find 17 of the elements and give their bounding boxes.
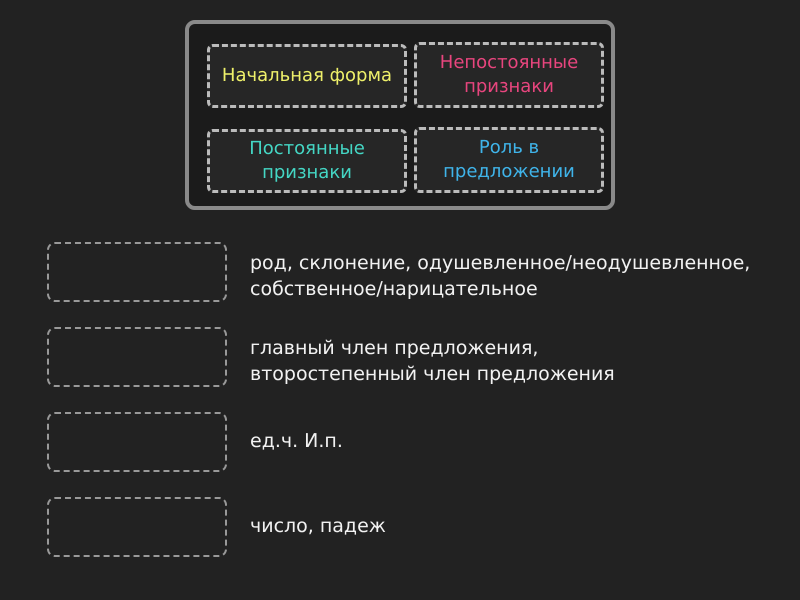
card-label: Начальная форма bbox=[222, 64, 392, 88]
answer-card bbox=[207, 129, 407, 193]
drop-slot bbox=[47, 412, 227, 472]
drop-slot bbox=[47, 327, 227, 387]
card-label: Роль в предложении bbox=[442, 136, 576, 184]
card-panel bbox=[185, 20, 615, 210]
definition-text: число, падеж bbox=[250, 514, 387, 539]
answer-card bbox=[414, 127, 604, 193]
card-label: Постоянные признаки bbox=[248, 137, 366, 185]
drop-slot bbox=[47, 242, 227, 302]
answer-card bbox=[207, 44, 407, 108]
definition-text: род, склонение, одушевленное/неодушевленное, собственное/нарицательное bbox=[250, 251, 752, 302]
answer-card bbox=[414, 42, 604, 108]
card-label: Непостоянные признаки bbox=[438, 51, 580, 99]
drop-slot bbox=[47, 497, 227, 557]
definition-text: главный член предложения, второстепенный член предложения bbox=[250, 336, 616, 387]
definition-text: ед.ч. И.п. bbox=[250, 429, 344, 454]
